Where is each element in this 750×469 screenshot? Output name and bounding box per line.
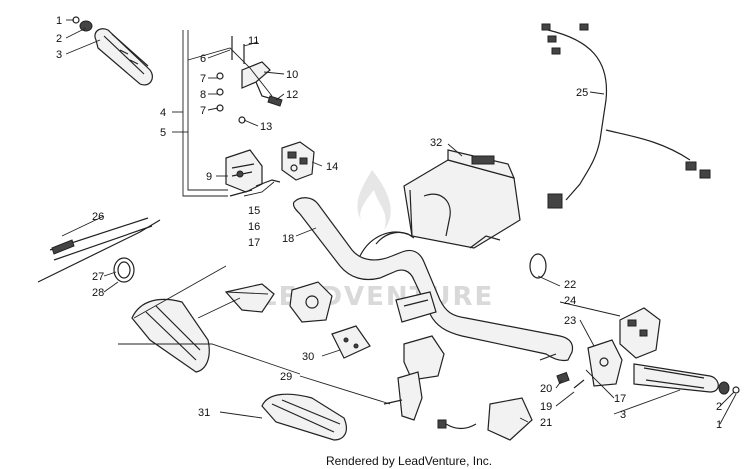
callout-label: 17 — [614, 393, 626, 405]
callout-label: 1 — [56, 15, 62, 27]
callout-label: 5 — [160, 127, 166, 139]
callout-label: 4 — [160, 107, 166, 119]
credit-text: Rendered by LeadVenture, Inc. — [326, 454, 492, 468]
wiring-harness — [541, 23, 711, 209]
callout-label: 13 — [260, 121, 272, 133]
leader-lines — [61, 19, 737, 425]
callout-label: 19 — [540, 401, 552, 413]
callout-label: 6 — [200, 53, 206, 65]
callout-label: 22 — [564, 279, 576, 291]
callout-label: 16 — [248, 221, 260, 233]
callout-label: 31 — [198, 407, 210, 419]
callout-label: 24 — [564, 295, 576, 307]
hand-guard-left — [131, 298, 210, 373]
center-mount — [383, 335, 445, 421]
callout-label: 10 — [286, 69, 298, 81]
callout-label: 12 — [286, 89, 298, 101]
switch-housing-left — [281, 141, 315, 181]
hand-guard-right — [261, 393, 347, 441]
callout-label: 18 — [282, 233, 294, 245]
callout-label: 1 — [716, 419, 722, 431]
callout-label: 28 — [92, 287, 104, 299]
callout-label: 17 — [248, 237, 260, 249]
callout-label: 14 — [326, 161, 338, 173]
callout-label: 32 — [430, 137, 442, 149]
callout-label: 3 — [56, 49, 62, 61]
callout-label: 21 — [540, 417, 552, 429]
callout-label: 29 — [280, 371, 292, 383]
callout-label: 23 — [564, 315, 576, 327]
callout-label: 27 — [92, 271, 104, 283]
switch-housing-right — [529, 253, 661, 387]
callout-label: 9 — [206, 171, 212, 183]
callout-label: 7 — [200, 105, 206, 117]
callout-label: 25 — [576, 87, 588, 99]
plug-connector — [437, 397, 533, 441]
watermark-flame-logo — [357, 170, 391, 230]
right-grip — [633, 363, 740, 395]
bracket-lines — [182, 30, 228, 197]
callout-labels: 1 2 3 4 5 6 7 8 7 9 10 11 12 13 14 15 16… — [56, 15, 722, 431]
callout-label: 15 — [248, 205, 260, 217]
callout-label: 20 — [540, 383, 552, 395]
left-grip — [72, 16, 153, 86]
throttle-assembly — [216, 36, 283, 197]
handlebar-bag — [403, 149, 521, 249]
callout-label: 2 — [56, 33, 62, 45]
callout-label: 11 — [248, 35, 259, 47]
throttle-cable — [37, 217, 161, 283]
callout-label: 7 — [200, 73, 206, 85]
handlebar — [292, 197, 574, 362]
callout-label: 2 — [716, 401, 722, 413]
callout-label: 3 — [620, 409, 626, 421]
small-parts-right — [539, 353, 585, 389]
callout-label: 26 — [92, 211, 104, 223]
callout-label: 8 — [200, 89, 206, 101]
callout-label: 30 — [302, 351, 314, 363]
